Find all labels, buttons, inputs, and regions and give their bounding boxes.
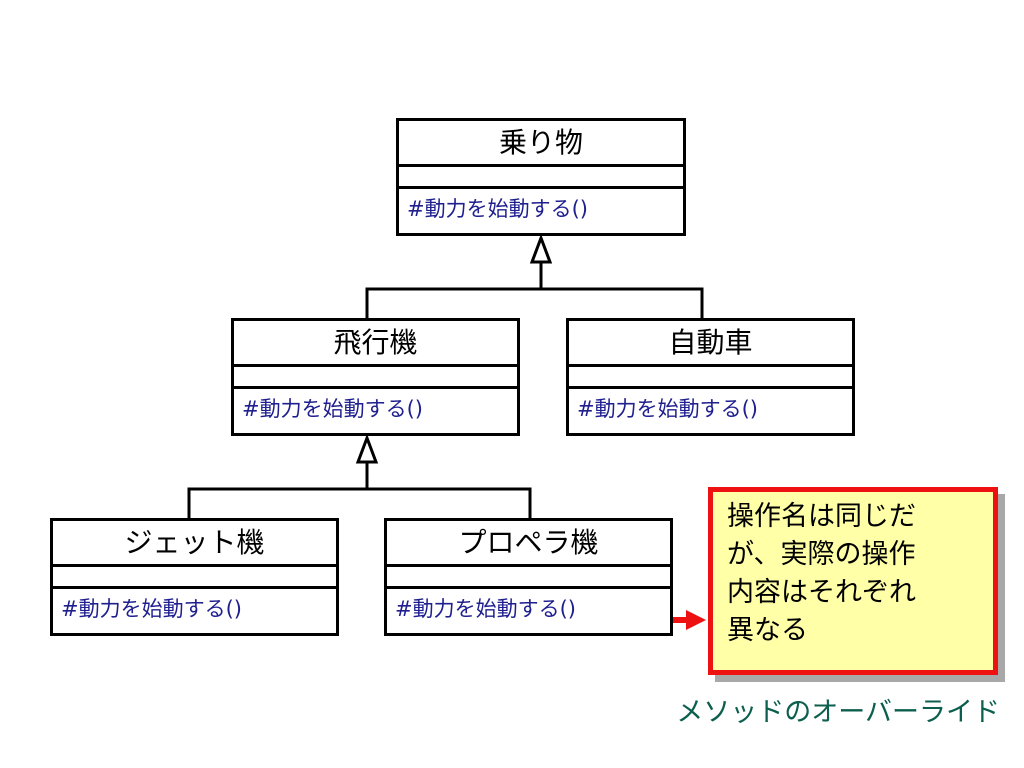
note-line: 異なる xyxy=(727,615,808,646)
class-vehicle[interactable]: 乗り物 #動力を始動する() xyxy=(396,118,686,236)
class-attributes-compartment xyxy=(569,367,852,389)
class-propeller[interactable]: プロペラ機 #動力を始動する() xyxy=(384,518,673,636)
class-name: ジェット機 xyxy=(53,521,336,567)
generalization-arrowhead xyxy=(355,433,379,464)
class-operation: #動力を始動する() xyxy=(242,397,423,421)
class-operation: #動力を始動する() xyxy=(407,197,588,221)
generalization-jet-propeller-to-airplane xyxy=(187,433,532,520)
note-line: 内容はそれぞれ xyxy=(727,577,916,608)
class-name: 乗り物 xyxy=(399,121,683,167)
class-airplane[interactable]: 飛行機 #動力を始動する() xyxy=(231,318,520,436)
class-attributes-compartment xyxy=(399,167,683,189)
generalization-branch-line xyxy=(365,287,704,320)
class-attributes-compartment xyxy=(234,367,517,389)
class-operation: #動力を始動する() xyxy=(61,597,242,621)
note-line: 操作名は同じだ xyxy=(727,501,916,532)
class-attributes-compartment xyxy=(387,567,670,589)
class-name: プロペラ機 xyxy=(387,521,670,567)
class-operation: #動力を始動する() xyxy=(395,597,576,621)
note-pointer-arrowhead xyxy=(686,610,706,630)
class-jet[interactable]: ジェット機 #動力を始動する() xyxy=(50,518,339,636)
class-operation: #動力を始動する() xyxy=(577,397,758,421)
note-line: が、実際の操作 xyxy=(727,539,916,570)
generalization-branch-line xyxy=(187,487,532,520)
class-name: 自動車 xyxy=(569,321,852,367)
note-callout: 操作名は同じだ が、実際の操作 内容はそれぞれ 異なる xyxy=(708,487,998,675)
class-car[interactable]: 自動車 #動力を始動する() xyxy=(566,318,855,436)
generalization-airplane-car-to-vehicle xyxy=(365,233,704,320)
generalization-arrowhead xyxy=(529,233,553,264)
class-name: 飛行機 xyxy=(234,321,517,367)
diagram-caption: メソッドのオーバーライド xyxy=(676,697,1000,728)
class-attributes-compartment xyxy=(53,567,336,589)
